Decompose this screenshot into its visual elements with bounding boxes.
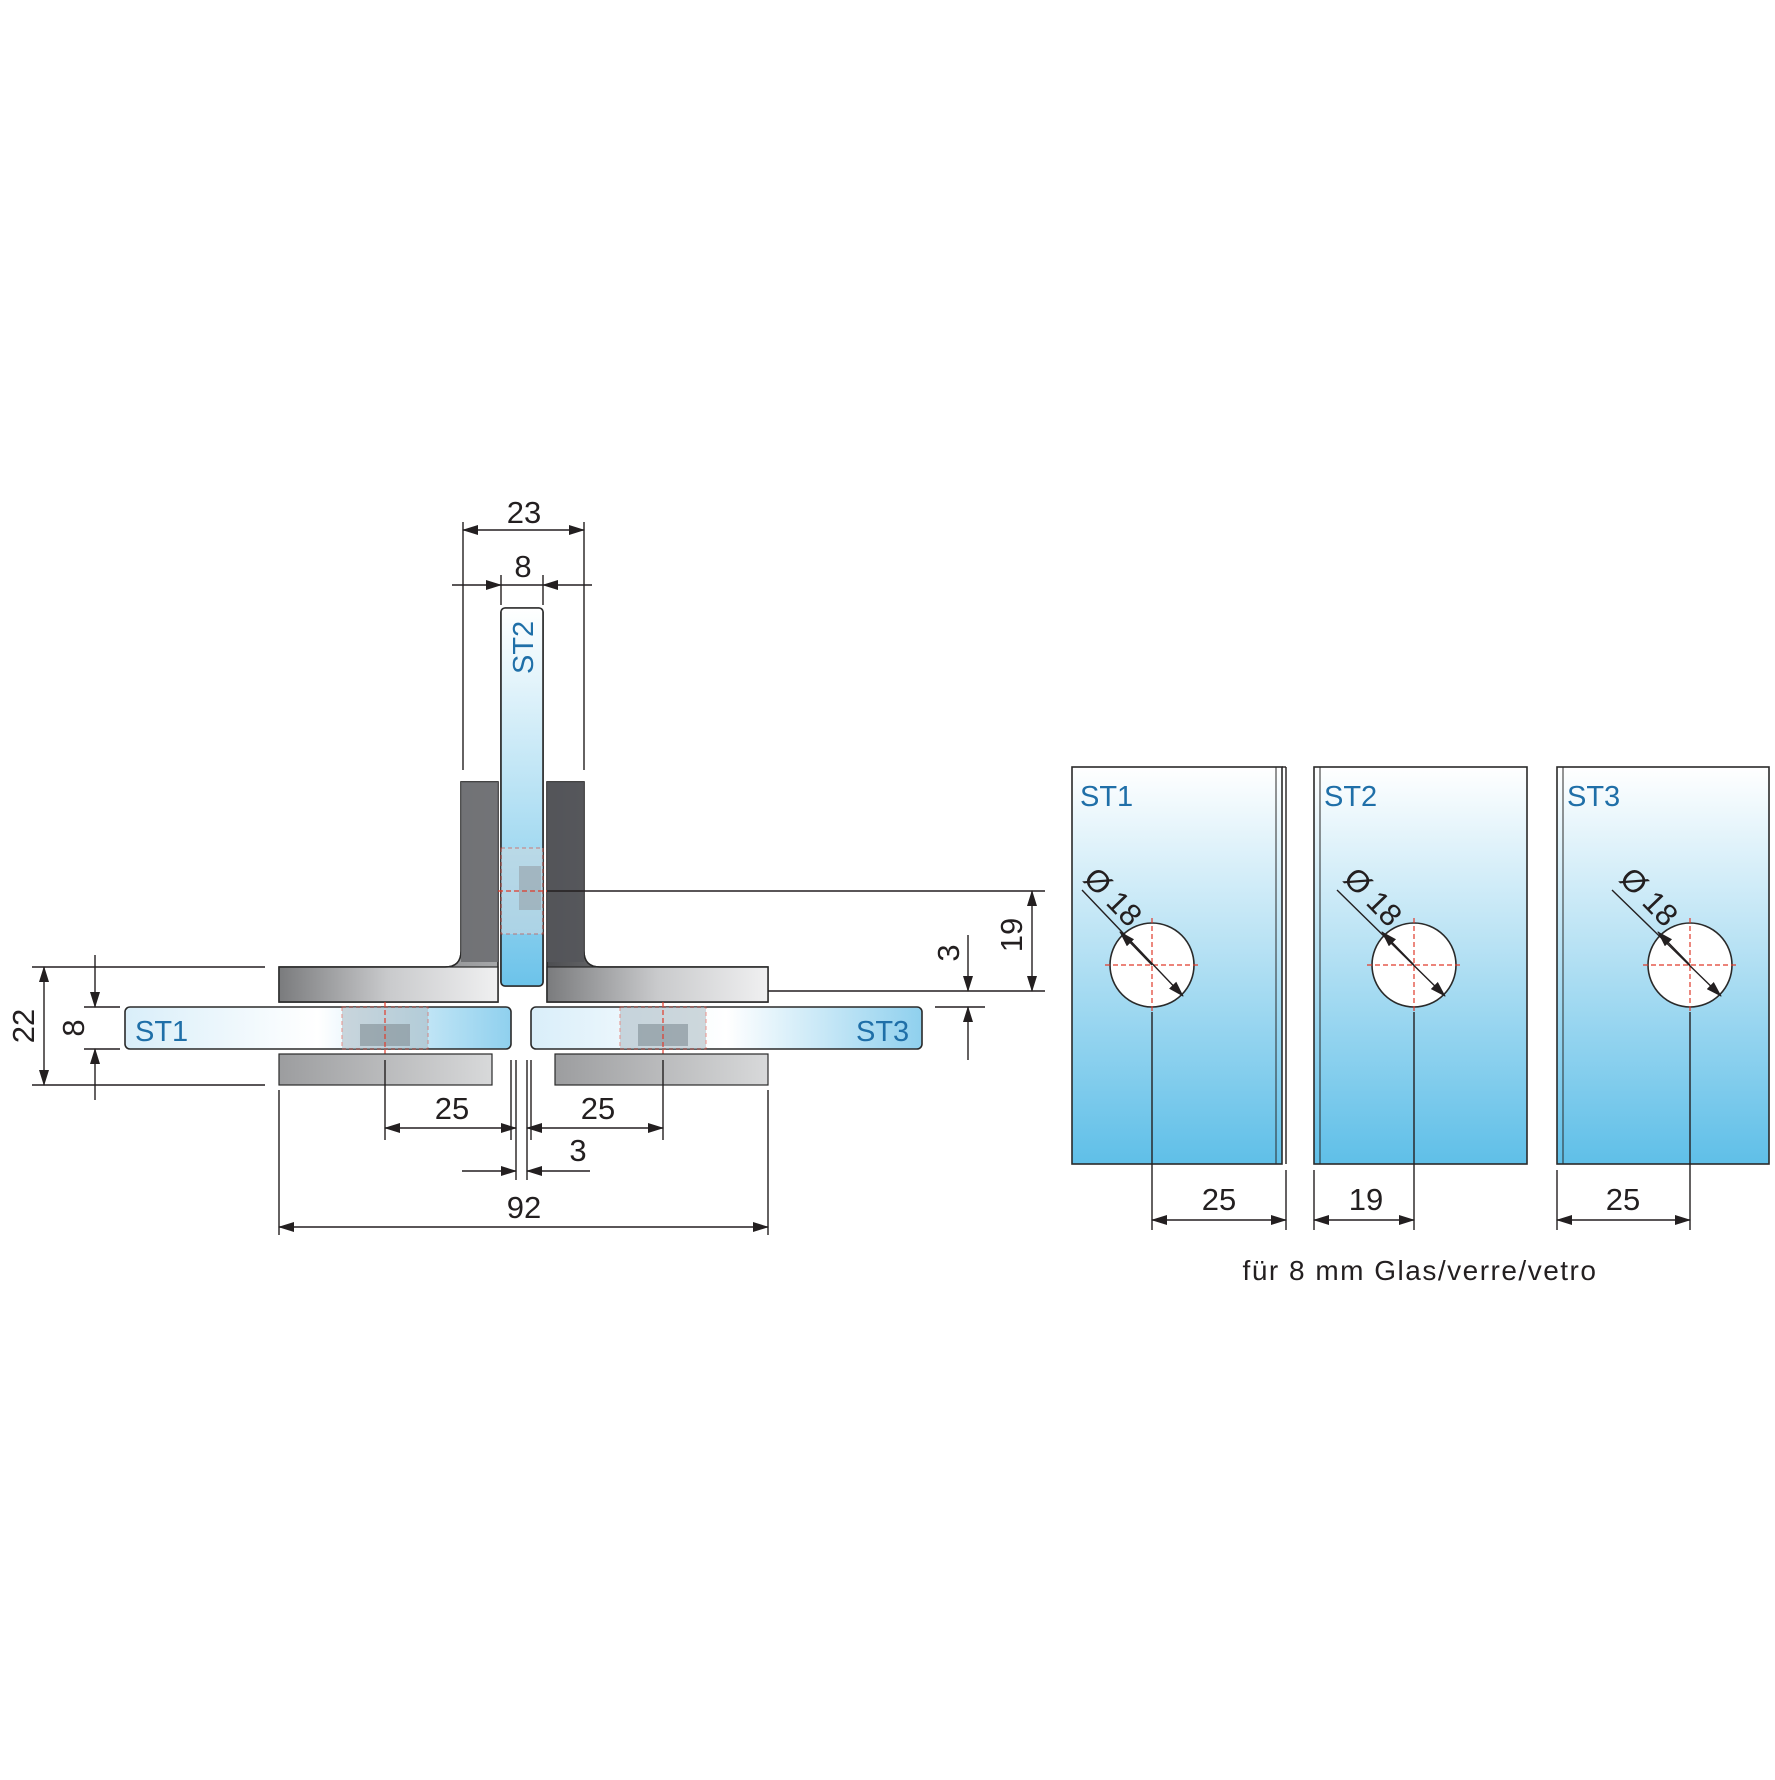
label-st2-section: ST2 xyxy=(508,621,540,674)
dim-19-section: 19 xyxy=(994,918,1029,952)
dim-8-left: 8 xyxy=(56,1019,91,1036)
dim-25-left: 25 xyxy=(435,1091,469,1126)
clamp-top-left xyxy=(278,966,499,1003)
clamp-top-right xyxy=(546,966,769,1003)
dim-3-gap: 3 xyxy=(569,1133,586,1168)
plate-st2-label: ST2 xyxy=(1324,781,1377,813)
section-view: ST1 ST3 ST2 23 8 22 8 25 xyxy=(6,495,1045,1235)
dim-22: 22 xyxy=(6,1009,41,1043)
label-st3-section: ST3 xyxy=(856,1016,909,1048)
plate-st3: ST3 Ø 18 25 xyxy=(1556,766,1770,1230)
plate-st2: ST2 Ø 18 19 xyxy=(1313,766,1528,1230)
plate-st1-edge: 25 xyxy=(1202,1182,1236,1217)
dim-3-right: 3 xyxy=(931,944,966,961)
dim-8-top: 8 xyxy=(514,549,531,584)
plate-st1: ST1 Ø 18 25 xyxy=(1071,766,1287,1230)
plate-st2-edge: 19 xyxy=(1349,1182,1383,1217)
plate-st3-label: ST3 xyxy=(1567,781,1620,813)
dim-25-right: 25 xyxy=(581,1091,615,1126)
clamp-bottom-right xyxy=(554,1053,769,1086)
dim-23: 23 xyxy=(507,495,541,530)
plate-st3-edge: 25 xyxy=(1606,1182,1640,1217)
plate-st1-label: ST1 xyxy=(1080,781,1133,813)
label-st1-section: ST1 xyxy=(135,1016,188,1048)
dim-92: 92 xyxy=(507,1190,541,1225)
caption: für 8 mm Glas/verre/vetro xyxy=(1243,1255,1598,1286)
